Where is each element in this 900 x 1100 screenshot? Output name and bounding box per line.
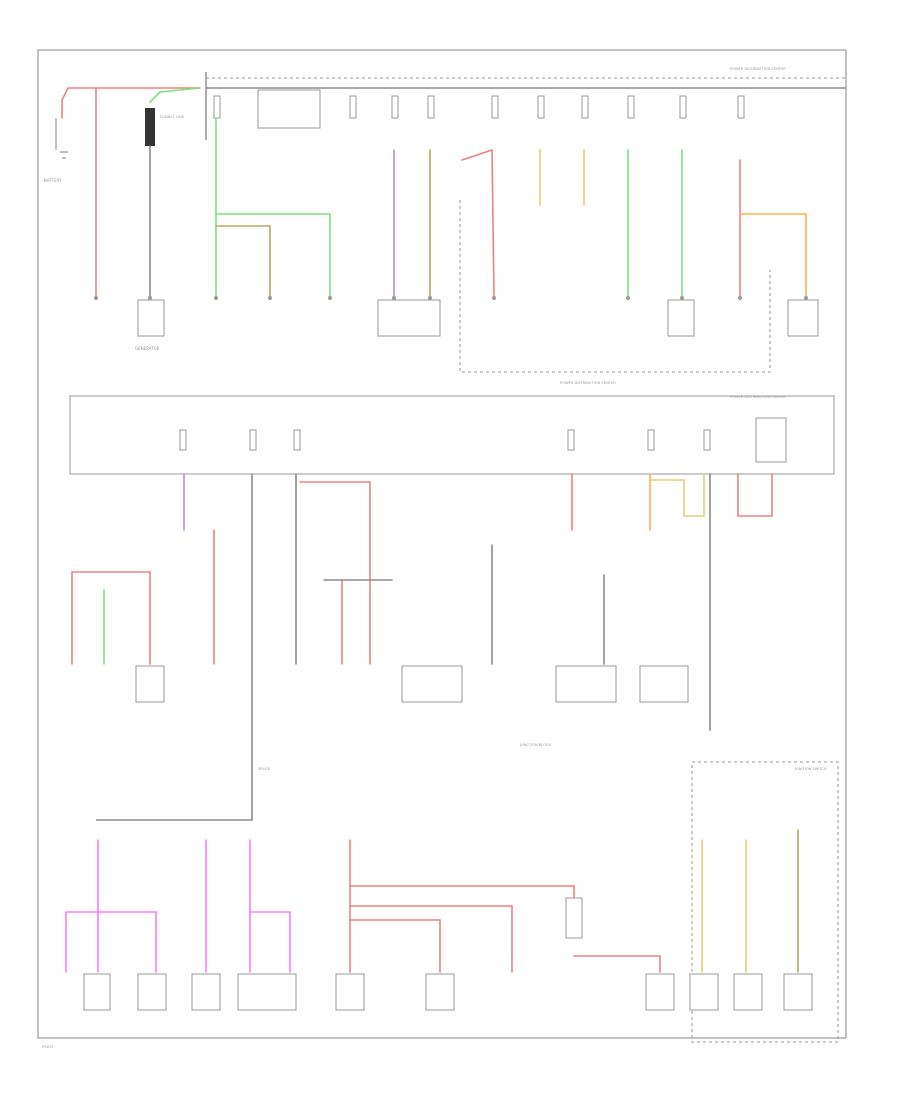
junction-block-label: JUNCTION BLOCK (519, 743, 551, 747)
top-section: POWER DISTRIBUTION CENTER BATTERY FUSIBL… (44, 67, 846, 373)
fuse-7 (581, 95, 589, 119)
fuse-row-top (213, 89, 745, 129)
trans-box (667, 299, 695, 337)
fuse-3 (391, 95, 399, 119)
fuse-8 (627, 95, 635, 119)
battery-label: BATTERY (44, 178, 62, 183)
pdc-top-label: POWER DISTRIBUTION CENTER (730, 67, 786, 71)
bottom-section: IGNITION SWITCH SPLICE (42, 759, 839, 1049)
fuse-10 (737, 95, 745, 119)
wire-orange-ign (739, 213, 807, 297)
generator-green-wire (149, 87, 201, 103)
fusible-link (145, 108, 155, 146)
wire-yellow-loop (649, 473, 705, 517)
diagram-border (37, 49, 847, 1039)
ignition-box (787, 299, 819, 337)
pdc-lower-label: POWER DISTRIBUTION CENTER (730, 395, 786, 399)
fuse-6 (537, 95, 545, 119)
wire-red-engine (461, 148, 495, 297)
wire-pink-5 (249, 911, 291, 973)
components-top (137, 299, 819, 337)
pdc-mid-label: POWER DISTRIBUTION CENTER (560, 381, 616, 385)
pdc-bottom-boundary (691, 761, 839, 1043)
wire-red-left (71, 571, 151, 665)
battery: BATTERY (44, 118, 68, 183)
wire-pink-1 (65, 911, 157, 973)
relay-box (257, 89, 321, 129)
middle-section: POWER DISTRIBUTION CENTER POWER DISTRIBU… (69, 381, 835, 761)
fuse-2 (349, 95, 357, 119)
bottom-left-label: P/DIST (42, 1045, 54, 1049)
wire-red-b2 (349, 885, 575, 901)
junction-block-box (69, 395, 835, 475)
wire-red-b5 (573, 955, 661, 973)
fuse-1 (213, 95, 221, 119)
wire-red-b3 (349, 905, 513, 973)
wire-red-mid (299, 481, 371, 665)
wire-red-b4 (349, 919, 441, 973)
components-bottom (83, 897, 813, 1011)
generator-label: GENERATOR (135, 346, 160, 351)
battery-feed-wire (61, 87, 201, 119)
components-mid (135, 665, 689, 703)
ignition-switch-label: IGNITION SWITCH (795, 767, 827, 771)
pdc-top-lower-boundary (459, 200, 771, 373)
fuse-4 (427, 95, 435, 119)
module-box-1 (377, 299, 441, 337)
splice-label: SPLICE (258, 767, 271, 771)
wire-green-b (215, 213, 331, 297)
wire-red-loop (737, 473, 773, 517)
fuse-row-mid (179, 417, 787, 463)
fusible-link-label: FUSIBLE LINK (160, 115, 185, 119)
fuse-5 (491, 95, 499, 119)
wire-olive (215, 225, 271, 297)
fuse-9 (679, 95, 687, 119)
generator-box (137, 299, 165, 337)
connectors-top (94, 296, 808, 300)
